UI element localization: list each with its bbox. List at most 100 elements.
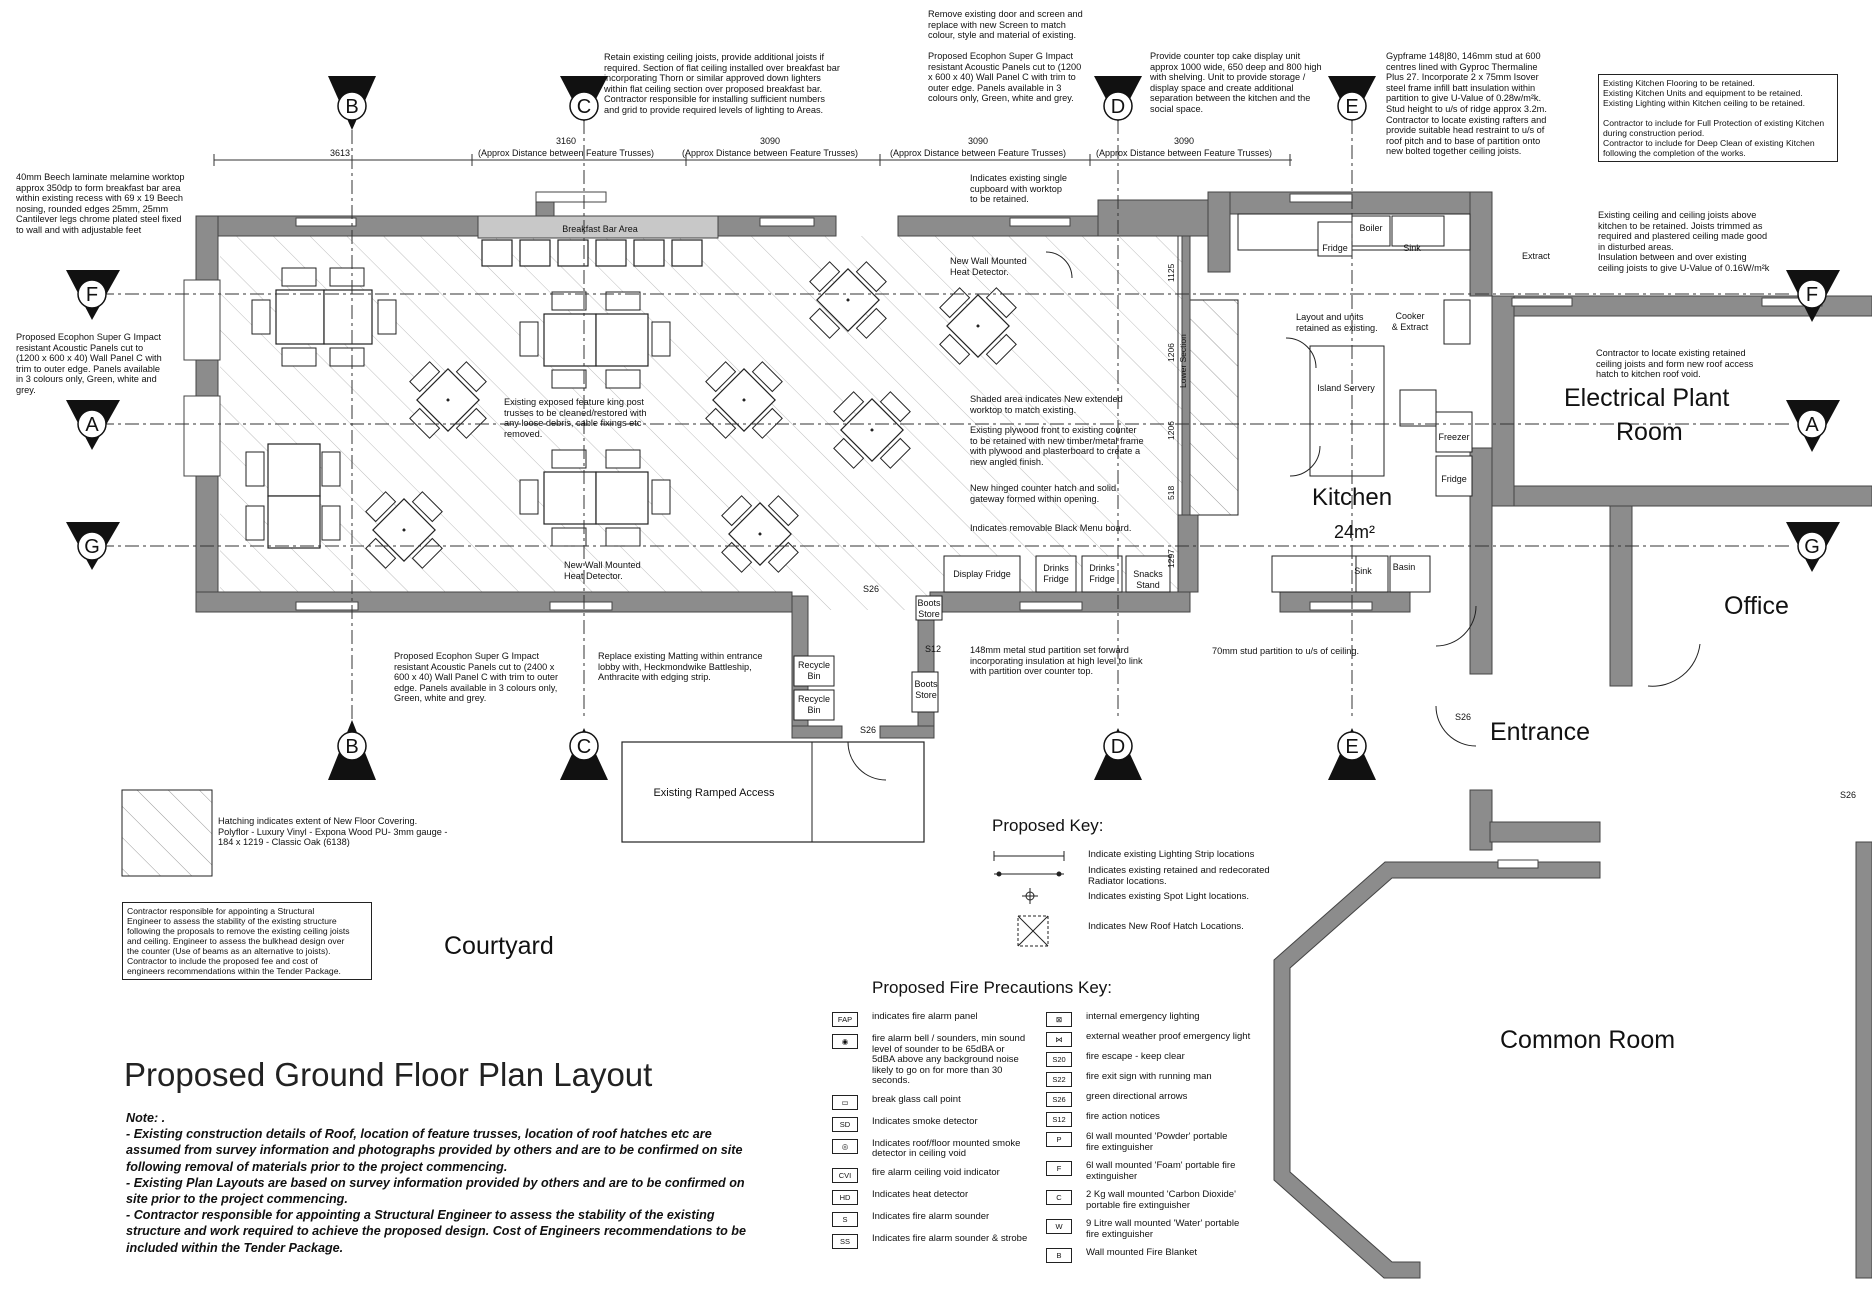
- note-heat-detector-top: New Wall Mounted Heat Detector.: [950, 256, 1027, 277]
- fire-key-text: Indicates fire alarm sounder: [872, 1210, 990, 1222]
- page-title: Proposed Ground Floor Plan Layout: [124, 1056, 653, 1093]
- boots-store-2b: Store: [915, 690, 937, 700]
- fire-symbol-icon: S: [832, 1211, 858, 1227]
- ramped-access-label: Existing Ramped Access: [653, 787, 775, 799]
- chairs: [245, 267, 671, 547]
- tables: [267, 289, 649, 549]
- hatch-legend-box: [121, 789, 213, 877]
- boots-store-2a: Boots: [914, 679, 938, 689]
- kitchen-units: [793, 213, 1473, 721]
- fire-key-text: 6l wall mounted 'Powder' portable fire e…: [1086, 1131, 1228, 1153]
- marker-a-right: A: [1805, 414, 1819, 436]
- fire-key-text: Wall mounted Fire Blanket: [1086, 1247, 1198, 1258]
- fire-symbol-icon: SS: [832, 1233, 858, 1249]
- fire-symbol-icon: HD: [832, 1189, 858, 1205]
- dim-v1206b: 1206: [1166, 421, 1176, 440]
- proposed-key-item: Indicates existing retained and redecora…: [1088, 865, 1270, 887]
- marker-g-right: G: [1804, 536, 1820, 558]
- proposed-key-heading: Proposed Key:: [992, 816, 1104, 835]
- fire-symbol-icon: S26: [1046, 1092, 1072, 1107]
- fire-key-text: fire action notices: [1086, 1111, 1160, 1122]
- note-heat-detector-bottom: New Wall Mounted Heat Detector.: [564, 560, 641, 581]
- note-remove-door: Remove existing door and screen and repl…: [928, 9, 1083, 41]
- fire-symbol-icon: ⋈: [1046, 1032, 1072, 1047]
- fire-symbol-icon: ◉: [832, 1034, 858, 1049]
- diamond-tables: [365, 261, 1017, 573]
- office-label: Office: [1724, 592, 1789, 620]
- recycle-bin-2a: Recycle: [798, 694, 830, 704]
- cooker-label: Cooker: [1395, 311, 1424, 321]
- note-matting: Replace existing Matting within entrance…: [598, 651, 763, 683]
- dim-v1206a: 1206: [1166, 343, 1176, 362]
- sign-s26-d: S26: [1840, 790, 1856, 800]
- note-structural-box: Contractor responsible for appointing a …: [122, 902, 372, 980]
- fire-symbol-icon: S12: [1046, 1112, 1072, 1127]
- fire-symbol-icon: SD: [832, 1116, 858, 1132]
- note-stud-partition-148: 148mm metal stud partition set forward i…: [970, 645, 1143, 677]
- freezer-label: Freezer: [1438, 432, 1469, 442]
- electrical-plant-room-label-2: Room: [1616, 418, 1683, 446]
- kitchen-area-label: 24m²: [1334, 522, 1376, 542]
- note-layout-units: Layout and units retained as existing.: [1296, 312, 1378, 333]
- proposed-key-item: Indicate existing Lighting Strip locatio…: [1088, 849, 1255, 860]
- fire-key-text: 9 Litre wall mounted 'Water' portable fi…: [1086, 1218, 1240, 1240]
- drinks-fridge-2a: Drinks: [1089, 563, 1115, 573]
- recycle-bin-2b: Bin: [807, 705, 820, 715]
- sink-bottom: Sink: [1354, 566, 1372, 576]
- boots-store-1b: Store: [918, 609, 940, 619]
- fire-symbol-icon: CVI: [832, 1167, 858, 1183]
- note-counter-hatch: New hinged counter hatch and solid gatew…: [970, 483, 1117, 504]
- note-gypframe: Gypframe 148|80, 146mm stud at 600 centr…: [1386, 51, 1547, 157]
- dim-3613: 3613: [330, 148, 350, 158]
- fire-key-row: ⋈external weather proof emergency light: [1046, 1031, 1266, 1047]
- note-single-cupboard: Indicates existing single cupboard with …: [970, 173, 1068, 205]
- courtyard-label: Courtyard: [444, 932, 554, 960]
- bar-stools: [481, 239, 703, 267]
- electrical-plant-room-label-1: Electrical Plant: [1564, 384, 1730, 412]
- marker-g-left: G: [84, 536, 100, 558]
- entrance-label: Entrance: [1490, 718, 1591, 746]
- dimension-line: [213, 154, 1292, 592]
- doors: [847, 251, 1701, 781]
- fire-key-row: B Wall mounted Fire Blanket: [1046, 1247, 1266, 1263]
- fire-key-row: S Indicates fire alarm sounder: [832, 1210, 1050, 1227]
- fire-symbol-icon: C: [1046, 1190, 1072, 1205]
- windows: [183, 191, 1823, 869]
- bottom-note-heading: Note: .: [126, 1111, 166, 1125]
- lower-section-label: Lower Section: [1178, 334, 1188, 388]
- dim-v518: 518: [1166, 486, 1176, 500]
- dim-3090-b-note: (Approx Distance between Feature Trusses…: [890, 148, 1066, 158]
- fire-symbol-icon: ▭: [832, 1094, 858, 1110]
- fire-key-row: ◎Indicates roof/floor mounted smoke dete…: [832, 1138, 1050, 1160]
- dim-v1297: 1297: [1166, 549, 1176, 568]
- snacks-stand-b: Stand: [1136, 580, 1160, 590]
- fire-symbol-icon: F: [1046, 1161, 1072, 1176]
- fire-symbol-icon: B: [1046, 1248, 1072, 1263]
- dim-3090-a-note: (Approx Distance between Feature Trusses…: [682, 148, 858, 158]
- extended-worktop: [1189, 299, 1239, 516]
- fire-key-text: 2 Kg wall mounted 'Carbon Dioxide' porta…: [1086, 1189, 1236, 1211]
- section-marker-circles: [77, 91, 1827, 761]
- dim-3160: 3160: [556, 136, 576, 146]
- dim-3090-c-note: (Approx Distance between Feature Trusses…: [1096, 148, 1272, 158]
- note-counter-top: Provide counter top cake display unit ap…: [1150, 51, 1322, 114]
- dim-3160-note: (Approx Distance between Feature Trusses…: [478, 148, 654, 158]
- fire-key-text: fire escape - keep clear: [1086, 1051, 1185, 1062]
- fire-key-text: fire exit sign with running man: [1086, 1071, 1212, 1082]
- fire-key-text: fire alarm bell / sounders, min sound le…: [872, 1033, 1026, 1086]
- kitchen-label: Kitchen: [1312, 484, 1393, 511]
- proposed-key-symbols: [993, 851, 1065, 947]
- fire-key-row: ⊠internal emergency lighting: [1046, 1011, 1266, 1027]
- note-shaded-area: Shaded area indicates New extended workt…: [970, 394, 1123, 415]
- fridge-top: Fridge: [1322, 243, 1348, 253]
- fire-key-text: fire alarm ceiling void indicator: [872, 1166, 1000, 1178]
- basin-label: Basin: [1393, 562, 1416, 572]
- fire-key-row: S12 fire action notices: [1046, 1111, 1266, 1127]
- proposed-key-item: Indicates New Roof Hatch Locations.: [1088, 921, 1244, 932]
- marker-b-top: B: [345, 96, 358, 118]
